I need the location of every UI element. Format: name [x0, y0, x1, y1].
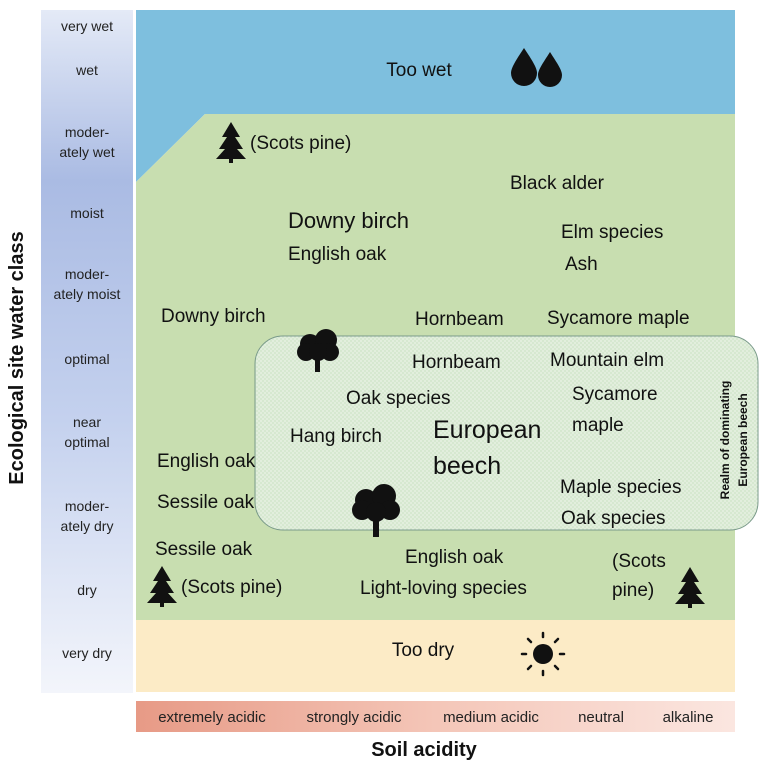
species-labels: (Scots pine) Black alder Downy birch Eng…	[155, 133, 690, 601]
species-hornbeam-upper: Hornbeam	[415, 309, 504, 330]
species-sessile-oak-left: Sessile oak	[157, 492, 255, 513]
species-black-alder: Black alder	[510, 173, 605, 194]
species-oak-species-right: Oak species	[561, 508, 666, 529]
species-english-oak-left: English oak	[157, 451, 256, 472]
species-ash: Ash	[565, 254, 598, 275]
water-class-very-wet: very wet	[61, 18, 113, 34]
too-dry-label: Too dry	[392, 640, 455, 661]
acidity-strongly-acidic: strongly acidic	[306, 709, 402, 726]
sun-icon	[520, 631, 566, 677]
water-class-moderately-moist: moder-ately moist	[54, 266, 121, 302]
too-wet-zone	[136, 10, 735, 182]
conifer-tree-icon	[147, 566, 177, 607]
x-axis-title: Soil acidity	[371, 739, 477, 761]
conifer-tree-icon	[216, 122, 246, 163]
beech-realm-zone	[254, 335, 759, 531]
species-english-oak-moist: English oak	[288, 244, 387, 265]
deciduous-tree-icon	[352, 484, 400, 537]
too-wet-label: Too wet	[386, 60, 452, 81]
acidity-alkaline: alkaline	[663, 709, 714, 726]
water-class-dry: dry	[77, 582, 96, 598]
water-class-moderately-dry: moder-ately dry	[61, 498, 114, 534]
acidity-extremely-acidic: extremely acidic	[158, 709, 266, 726]
species-light-loving: Light-loving species	[360, 578, 527, 599]
species-elm-species: Elm species	[561, 222, 663, 243]
water-drops-icon	[511, 48, 562, 87]
species-oak-species-inner: Oak species	[346, 388, 451, 409]
water-class-moderately-wet: moder-ately wet	[59, 124, 114, 160]
y-axis-title: Ecological site water class	[6, 231, 28, 484]
acidity-medium-acidic: medium acidic	[443, 709, 539, 726]
species-sycamore-maple-upper: Sycamore maple	[547, 308, 690, 329]
acidity-bar	[136, 701, 735, 732]
species-hang-birch: Hang birch	[290, 426, 382, 447]
acidity-neutral: neutral	[578, 709, 624, 726]
water-class-column	[41, 10, 133, 693]
species-sessile-oak-dry: Sessile oak	[155, 539, 253, 560]
species-downy-birch-large: Downy birch	[288, 208, 409, 233]
species-maple-species: Maple species	[560, 477, 681, 498]
water-class-moist: moist	[70, 205, 104, 221]
species-english-oak-dry: English oak	[405, 547, 504, 568]
acidity-labels: extremely acidic strongly acidic medium …	[158, 709, 713, 726]
species-downy-birch-left: Downy birch	[161, 306, 266, 327]
water-class-optimal: optimal	[64, 351, 109, 367]
water-class-labels: very wet wet moder-ately wet moist moder…	[54, 18, 121, 661]
species-scots-pine-dry-left: (Scots pine)	[181, 577, 282, 598]
water-class-very-dry: very dry	[62, 645, 112, 661]
conifer-tree-icon	[675, 567, 705, 608]
water-class-wet: wet	[75, 62, 98, 78]
too-dry-zone	[136, 620, 735, 692]
deciduous-tree-icon	[297, 329, 339, 372]
species-hornbeam-inner: Hornbeam	[412, 352, 501, 373]
species-mountain-elm: Mountain elm	[550, 350, 664, 371]
species-scots-pine-top: (Scots pine)	[250, 133, 351, 154]
